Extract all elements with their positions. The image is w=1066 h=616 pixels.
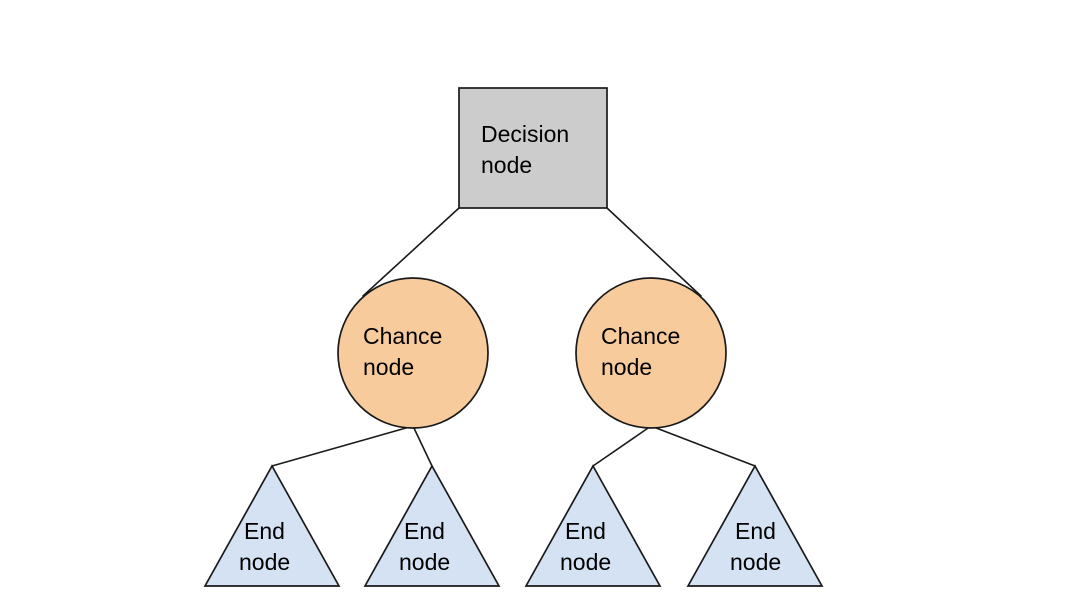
chance-node-left[interactable]: Chance node bbox=[337, 277, 489, 429]
end-node-3[interactable]: End node bbox=[524, 464, 662, 587]
end-node-2[interactable]: End node bbox=[363, 464, 501, 587]
end-node-1-label-line1: End bbox=[244, 518, 285, 544]
chance-node-left-label-line2: node bbox=[363, 354, 414, 380]
end-node-2-label-line1: End bbox=[404, 518, 445, 544]
end-node-1-shape bbox=[203, 464, 341, 587]
edge-decision-to-chance-left bbox=[362, 207, 460, 297]
end-node-1-label-line2: node bbox=[239, 549, 290, 575]
chance-node-left-shape bbox=[337, 277, 489, 429]
end-node-3-label-line2: node bbox=[560, 549, 611, 575]
edge-decision-to-chance-right bbox=[606, 207, 702, 297]
end-node-4-shape bbox=[686, 464, 824, 587]
end-node-4[interactable]: End node bbox=[686, 464, 824, 587]
edge-chance-left-to-end-1 bbox=[271, 425, 414, 467]
chance-node-right-shape bbox=[575, 277, 727, 429]
edge-chance-right-to-end-3 bbox=[592, 425, 652, 467]
decision-node-label-line1: Decision bbox=[481, 121, 569, 147]
end-node-2-shape bbox=[363, 464, 501, 587]
decision-node-shape bbox=[458, 87, 608, 209]
decision-node-label-line2: node bbox=[481, 152, 532, 178]
end-node-4-label-line2: node bbox=[730, 549, 781, 575]
end-node-3-label-line1: End bbox=[565, 518, 606, 544]
end-node-4-label-line1: End bbox=[735, 518, 776, 544]
chance-node-right[interactable]: Chance node bbox=[575, 277, 727, 429]
chance-node-left-label-line1: Chance bbox=[363, 323, 442, 349]
chance-node-right-label-line2: node bbox=[601, 354, 652, 380]
edge-chance-left-to-end-2 bbox=[412, 425, 433, 467]
end-node-3-shape bbox=[524, 464, 662, 587]
edge-chance-right-to-end-4 bbox=[650, 425, 756, 467]
edge-group bbox=[271, 207, 756, 467]
decision-node[interactable]: Decision node bbox=[458, 87, 608, 209]
chance-node-right-label-line1: Chance bbox=[601, 323, 680, 349]
end-node-1[interactable]: End node bbox=[203, 464, 341, 587]
end-node-2-label-line2: node bbox=[399, 549, 450, 575]
